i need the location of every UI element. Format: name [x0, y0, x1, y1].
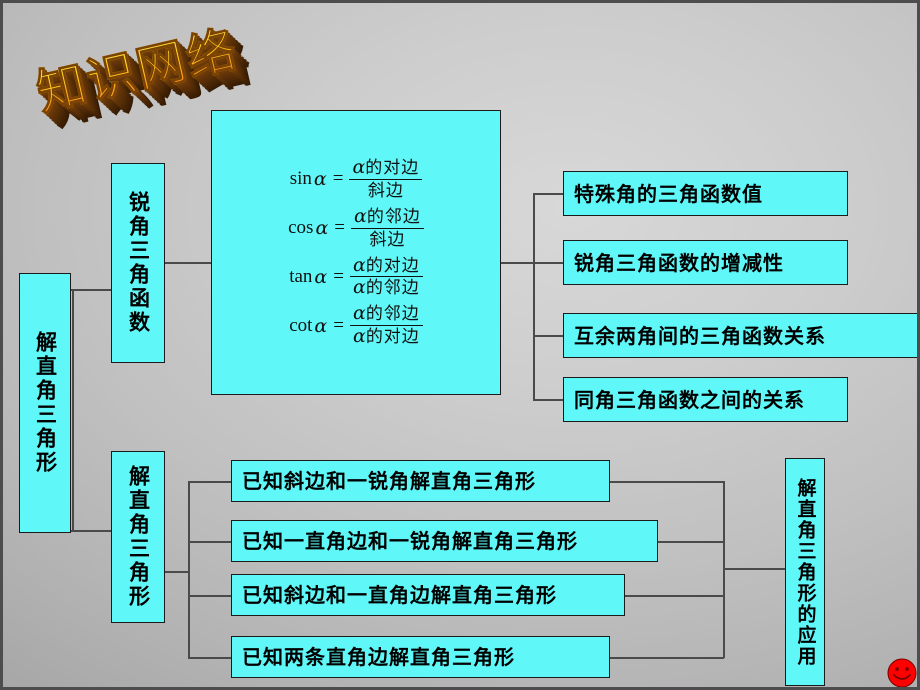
- node-topic-1-label: 特殊角的三角函数值: [574, 181, 763, 206]
- node-case-leg-and-acute-angle[interactable]: 已知一直角边和一锐角解直角三角形: [231, 520, 658, 562]
- node-case-two-legs[interactable]: 已知两条直角边解直角三角形: [231, 636, 610, 678]
- connector-formula-stub: [500, 262, 534, 264]
- node-topic-4-label: 同角三角函数之间的关系: [574, 387, 805, 412]
- node-topic-2-label: 锐角三角函数的增减性: [574, 250, 784, 275]
- formula-row-sin: sin α = α的对边 斜边: [212, 155, 500, 201]
- formula-arg-cos: α: [315, 217, 329, 240]
- connector-case-4: [188, 657, 232, 659]
- connector-topic-3: [533, 335, 564, 337]
- smiley-face-icon[interactable]: [887, 658, 917, 688]
- connector-case-1: [188, 481, 232, 483]
- formula-tan-num-alpha: α: [352, 253, 366, 276]
- wordart-title: 知识网络 知识网络: [31, 20, 277, 122]
- node-topic-special-angle-values[interactable]: 特殊角的三角函数值: [563, 171, 848, 216]
- formula-fn-sin: sin: [289, 168, 312, 190]
- connector-root-to-solve-stub: [71, 530, 111, 532]
- node-application-of-solving-right-triangle[interactable]: 解直角三角形的应用: [785, 458, 825, 686]
- connector-cases-trunk: [188, 481, 190, 658]
- formula-tan-num-text: 的对边: [365, 255, 420, 276]
- wordart-title-shadow: 知识网络: [31, 20, 244, 123]
- formula-cos-den-text: 斜边: [369, 229, 406, 250]
- formula-cot-denominator: α的对边: [350, 326, 423, 347]
- formula-cot-numerator: α的邻边: [349, 302, 423, 327]
- node-topic-monotonicity[interactable]: 锐角三角函数的增减性: [563, 240, 848, 285]
- formula-eqsign-tan: =: [333, 265, 344, 287]
- connector-case-2: [188, 541, 232, 543]
- node-case-3-label: 已知斜边和一直角边解直角三角形: [242, 583, 557, 607]
- formula-cos-num-alpha: α: [354, 204, 367, 227]
- panel-trig-definitions[interactable]: sin α = α的对边 斜边 cos α = α的邻边 斜边 tan α = …: [211, 110, 501, 395]
- formula-arg-tan: α: [314, 265, 328, 288]
- formula-arg-sin: α: [313, 168, 327, 191]
- connector-solve-stub: [165, 571, 189, 573]
- connector-topic-2: [533, 262, 564, 264]
- formula-cot-den-text: 的对边: [365, 327, 420, 348]
- node-root-label: 解直角三角形: [33, 331, 58, 475]
- node-topic-complementary-angles[interactable]: 互余两角间的三角函数关系: [563, 313, 917, 358]
- connector-application-stub: [723, 568, 785, 570]
- node-application-label: 解直角三角形的应用: [794, 477, 817, 667]
- node-branch-acute-trig-functions[interactable]: 锐角三角函数: [111, 163, 165, 363]
- formula-row-tan: tan α = α的对边 α的邻边: [212, 253, 500, 299]
- formula-eqsign-sin: =: [332, 168, 344, 190]
- connector-root-to-trig-stub: [71, 289, 111, 291]
- node-branch-trig-label: 锐角三角函数: [126, 191, 151, 335]
- formula-frac-tan: α的对边 α的邻边: [349, 253, 423, 299]
- connector-case-3: [188, 595, 232, 597]
- node-topic-same-angle-relations[interactable]: 同角三角函数之间的关系: [563, 377, 848, 422]
- node-root-solve-right-triangle[interactable]: 解直角三角形: [19, 273, 71, 533]
- formula-frac-cos: α的邻边 斜边: [351, 204, 424, 250]
- connector-case-3-right: [625, 595, 724, 597]
- formula-frac-sin: α的对边 斜边: [349, 155, 423, 201]
- node-case-hypotenuse-and-acute-angle[interactable]: 已知斜边和一锐角解直角三角形: [231, 460, 610, 502]
- formula-eqsign-cos: =: [334, 217, 346, 239]
- formula-row-cot: cot α = α的邻边 α的对边: [212, 302, 500, 347]
- formula-arg-cot: α: [314, 314, 328, 337]
- connector-topics-trunk: [533, 193, 535, 400]
- connector-case-2-right: [658, 541, 724, 543]
- connector-case-4-right: [610, 657, 724, 659]
- node-topic-3-label: 互余两角间的三角函数关系: [574, 323, 826, 348]
- formula-tan-denominator: α的邻边: [350, 277, 423, 298]
- formula-eqsign-cot: =: [333, 314, 344, 336]
- formula-cos-denominator: 斜边: [366, 229, 408, 250]
- connector-trig-to-formula: [165, 262, 212, 264]
- connector-root-trunk: [72, 289, 74, 531]
- node-branch-solve-right-triangle[interactable]: 解直角三角形: [111, 451, 165, 623]
- node-branch-solve-label: 解直角三角形: [126, 465, 151, 609]
- formula-fn-tan: tan: [289, 265, 313, 287]
- formula-sin-den-text: 斜边: [367, 180, 404, 201]
- formula-sin-denominator: 斜边: [365, 180, 407, 201]
- connector-case-1-right: [609, 481, 724, 483]
- formula-sin-num-alpha: α: [352, 155, 366, 178]
- formula-frac-cot: α的邻边 α的对边: [349, 302, 423, 347]
- wordart-title-face: 知识网络: [29, 10, 244, 125]
- formula-sin-numerator: α的对边: [349, 155, 423, 180]
- formula-cot-num-text: 的邻边: [365, 304, 420, 325]
- formula-tan-den-alpha: α: [352, 276, 366, 299]
- node-case-hypotenuse-and-leg[interactable]: 已知斜边和一直角边解直角三角形: [231, 574, 625, 616]
- formula-row-cos: cos α = α的邻边 斜边: [212, 204, 500, 250]
- formula-tan-numerator: α的对边: [349, 253, 423, 278]
- connector-topic-1: [533, 193, 564, 195]
- formula-fn-cot: cot: [289, 314, 313, 336]
- formula-sin-num-text: 的对边: [365, 157, 420, 178]
- formula-cos-numerator: α的邻边: [351, 204, 424, 229]
- formula-cot-num-alpha: α: [352, 302, 366, 325]
- formula-cot-den-alpha: α: [352, 325, 366, 348]
- formula-tan-den-text: 的邻边: [365, 278, 420, 299]
- connector-topic-4: [533, 399, 564, 401]
- node-case-1-label: 已知斜边和一锐角解直角三角形: [242, 469, 536, 493]
- node-case-2-label: 已知一直角边和一锐角解直角三角形: [242, 529, 578, 553]
- node-case-4-label: 已知两条直角边解直角三角形: [242, 645, 515, 669]
- connector-application-trunk: [723, 481, 725, 658]
- formula-cos-num-text: 的邻边: [366, 206, 421, 227]
- formula-fn-cos: cos: [288, 217, 314, 239]
